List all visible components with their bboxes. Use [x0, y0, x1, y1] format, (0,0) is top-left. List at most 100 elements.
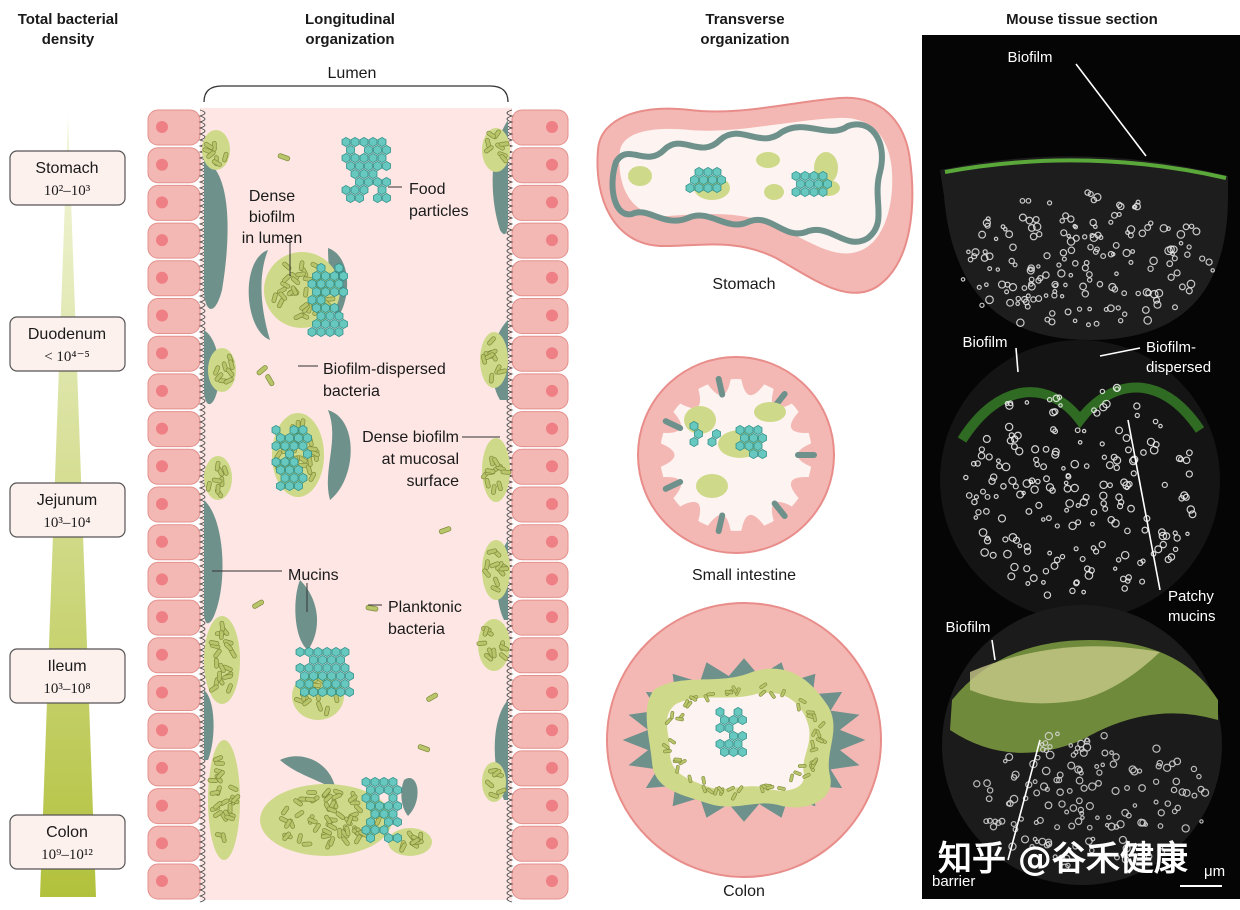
food-particle [336, 670, 345, 682]
tissue-nucleus [1032, 779, 1038, 785]
tissue-nucleus [1004, 400, 1010, 407]
bacterial-rod [282, 831, 291, 841]
epithelial-cell-right [511, 147, 569, 184]
tissue-nucleus [1120, 550, 1130, 560]
tissue-nucleus [1058, 403, 1063, 408]
tissue-nucleus [1057, 269, 1066, 278]
tissue-nucleus [1099, 491, 1108, 500]
tissue-nucleus [1178, 283, 1186, 291]
bacterial-rod [308, 471, 317, 482]
epithelial-cell-left [147, 109, 201, 146]
colon-rod [668, 738, 676, 745]
food-particle [379, 824, 389, 836]
epithelial-cell-left [147, 825, 201, 862]
bacterial-rod [213, 810, 223, 818]
tissue-nucleus [1005, 230, 1014, 239]
tissue-nucleus [1065, 499, 1074, 508]
tissue-nucleus [1079, 555, 1086, 562]
bacterial-rod [493, 576, 501, 587]
transverse-small-intestine: Small intestine [637, 356, 835, 584]
nucleus-right [546, 875, 558, 887]
food-particle [384, 800, 393, 812]
food-particle [340, 662, 350, 674]
tissue-nucleus [1053, 556, 1061, 564]
colon-rod [802, 772, 811, 779]
tissue-nucleus [1170, 786, 1178, 794]
tissue-nucleus [1121, 311, 1128, 317]
food-particle [366, 832, 375, 844]
tissue-nucleus [1159, 540, 1167, 549]
tissue-nucleus [1199, 255, 1206, 262]
colon-rod [701, 776, 706, 785]
tissue-nucleus [1075, 776, 1084, 785]
food-particle [285, 448, 294, 460]
label-dense-mucosal-line1: Dense biofilm [362, 429, 459, 446]
tissue-nucleus [1079, 810, 1085, 816]
tissue-nucleus [1037, 275, 1044, 282]
tissue-nucleus [1147, 265, 1154, 272]
food-particle [370, 824, 380, 836]
bacterial-rod [220, 832, 227, 843]
tissue-nucleus [1043, 252, 1051, 260]
tissue-nucleus [1073, 580, 1080, 587]
tissue-nucleus [1087, 190, 1094, 198]
colon-rod [706, 787, 714, 795]
colon-rod [724, 689, 734, 695]
nucleus-left [156, 761, 168, 774]
mucus-patch [248, 250, 270, 340]
tissue-nucleus [1124, 446, 1132, 454]
bacterial-rod [487, 336, 496, 346]
bacterial-rod [209, 684, 219, 693]
tissue-nucleus [1182, 788, 1191, 797]
colon-rod [810, 740, 816, 749]
food-particle [364, 176, 373, 188]
food-particle [382, 160, 391, 172]
epithelial-cell-left [147, 599, 201, 636]
food-particle [331, 662, 341, 674]
tissue-nucleus [1083, 463, 1090, 469]
food-particle [717, 174, 726, 186]
bacterial-rod [222, 151, 229, 163]
tissue-nucleus [1176, 230, 1186, 239]
tissue-nucleus [1121, 290, 1128, 297]
tissue-nucleus [1059, 218, 1065, 224]
tissue-nucleus [1153, 799, 1159, 805]
bacterial-rod [213, 657, 219, 669]
bacterial-rod [219, 620, 226, 632]
tissue-nucleus [1173, 269, 1181, 277]
tissue-nucleus [1039, 782, 1049, 791]
tissue-nucleus [965, 492, 973, 499]
tissue-nucleus [1130, 249, 1136, 254]
epithelial-cell-left [147, 750, 201, 787]
food-particle [313, 646, 323, 658]
label-dense-lumen-line1: Dense [249, 188, 295, 205]
food-particle [321, 302, 330, 314]
tissue-nucleus [1016, 318, 1025, 327]
nucleus-left [156, 611, 168, 624]
nucleus-right [546, 460, 558, 473]
tissue-nucleus [986, 787, 994, 794]
food-particle [796, 178, 805, 190]
food-particle [271, 424, 281, 436]
tissue-nucleus [1185, 531, 1190, 537]
tissue-nucleus [1107, 822, 1116, 831]
label-tissue-biofilm-2: Biofilm [962, 334, 1007, 351]
tissue-nucleus [1010, 820, 1017, 828]
tissue-nucleus [1009, 243, 1017, 252]
mucus-patch [280, 756, 336, 790]
nucleus-right [546, 573, 558, 586]
tissue-nucleus [1073, 546, 1079, 552]
food-particle [340, 678, 350, 690]
nucleus-right [546, 761, 558, 774]
biofilm-cluster [202, 130, 230, 170]
bacterial-rod [223, 642, 233, 652]
tissue-nucleus [1159, 224, 1169, 233]
nucleus-left [156, 837, 168, 850]
nucleus-left [156, 196, 168, 209]
food-particle [327, 670, 336, 682]
tissue-nucleus [980, 488, 986, 495]
tissue-nucleus [1134, 412, 1140, 419]
label-food-line2: particles [409, 203, 469, 220]
planktonic-rod [265, 374, 275, 387]
